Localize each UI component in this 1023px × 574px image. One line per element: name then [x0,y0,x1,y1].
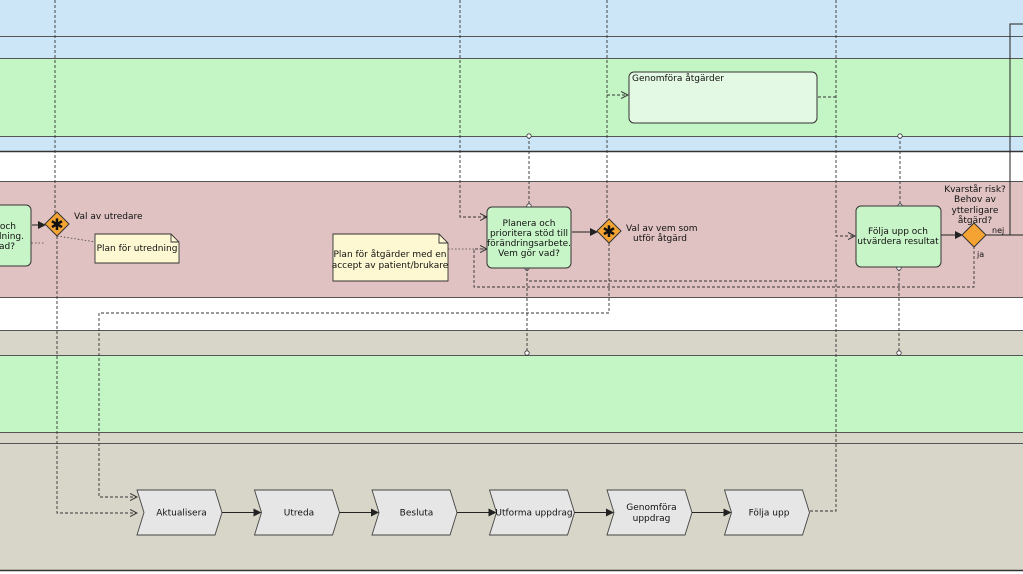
connectors [54,0,975,513]
chevron-shape [488,489,575,536]
gateway3-label: Behov av [954,195,997,205]
task-planera[interactable]: Planera och prioritera stöd till förändr… [486,206,572,269]
gateway2-label: utför åtgärd [633,233,687,244]
chevron-step[interactable]: Utforma uppdrag [488,489,575,536]
lane-white-2 [0,298,1023,330]
task-folja-upp[interactable]: Följa upp och utvärdera resultat [855,205,942,268]
task-partial-left-line: vad? [0,242,15,252]
lane-gray-thin [0,433,1023,444]
task-genomfora-atgarder[interactable]: Genomföra åtgärder [628,71,818,124]
chevron-step[interactable]: Besluta [371,489,458,536]
chevron-shape [606,489,693,536]
value-chain: Aktualisera Utreda Besluta Utforma uppdrag G… [136,489,810,536]
chevron-step[interactable]: Följa upp [723,489,810,536]
task-genomfora-label: Genomföra åtgärder [632,73,724,84]
lane-blue-2 [0,36,1023,58]
lane-gray-1 [0,330,1023,356]
gateway-val-av-vem[interactable]: ✱ [596,218,622,244]
flow-nej-up [1009,23,1023,235]
task-partial-left-line: och [0,222,16,232]
chevron-label: Utforma uppdrag [495,509,572,519]
task-planera-line: förändringsarbete. [487,239,571,249]
connector-planera-loop [526,268,835,282]
task-planera-line: prioritera stöd till [490,229,568,239]
connector-gateway2-to-aktualisera [98,243,610,497]
chevron-step[interactable]: Utreda [253,489,340,536]
connector-chevron-folja-out [810,240,837,512]
task-folja-line: utvärdera resultat [857,237,939,247]
chevron-step[interactable]: Aktualisera [136,489,223,536]
chevron-label: uppdrag [633,514,671,524]
lane-white-1 [0,152,1023,182]
gateway3-label: åtgärd? [958,215,993,226]
connector-ja-loop [473,246,975,288]
gateway2-label: Val av vem som [626,224,698,234]
chevron-shape [136,489,223,536]
task-partial-left-line: dning. [0,232,24,242]
gateway1-label: Val av utredare [74,212,143,222]
lane-top-blue [0,0,1023,36]
gateway-kvarstar-risk[interactable] [961,222,987,248]
note-plan-utredning-text: Plan för utredning [97,244,178,254]
gateway3-label: Kvarstår risk? [944,184,1006,195]
gateway3-no-label: nej [992,226,1004,235]
chevron-label: Aktualisera [156,509,207,519]
chevron-shape [723,489,810,536]
lane-green-1 [0,58,1023,136]
chevron-shape [253,489,340,536]
task-folja-line: Följa upp och [868,227,928,237]
note-plan-for-utredning[interactable]: Plan för utredning [94,233,180,264]
lane-green-2 [0,356,1023,433]
note-plan-atgarder-line: Plan för åtgärder med en [334,249,447,260]
asterisk-icon: ✱ [602,222,615,241]
connector-left-to-aktualisera [56,236,137,513]
note-plan-atgarder-line: accept av patient/brukare [332,261,449,271]
task-planera-line: Planera och [503,219,556,229]
sequence-flows [32,23,1023,239]
chevron-label: Besluta [400,509,434,519]
asterisk-icon: ✱ [50,215,63,234]
lane-blue-3 [0,136,1023,152]
task-planera-line: Vem gör vad? [498,249,560,259]
chevron-label: Genomföra [626,503,676,513]
gateway3-yes-label: ja [976,250,984,259]
gateway3-label: ytterligare [952,206,999,216]
gateway-val-av-utredare[interactable]: ✱ [44,211,70,237]
chevron-shape [371,489,458,536]
connector-top-to-planera [459,0,487,217]
chevron-label: Utreda [284,509,314,519]
note-plan-for-atgarder[interactable]: Plan för åtgärder med en accept av patie… [332,233,449,282]
chevron-label: Följa upp [749,509,790,519]
connector-top-to-folja [835,0,855,236]
task-partial-left[interactable]: och dning. vad? [0,204,32,267]
